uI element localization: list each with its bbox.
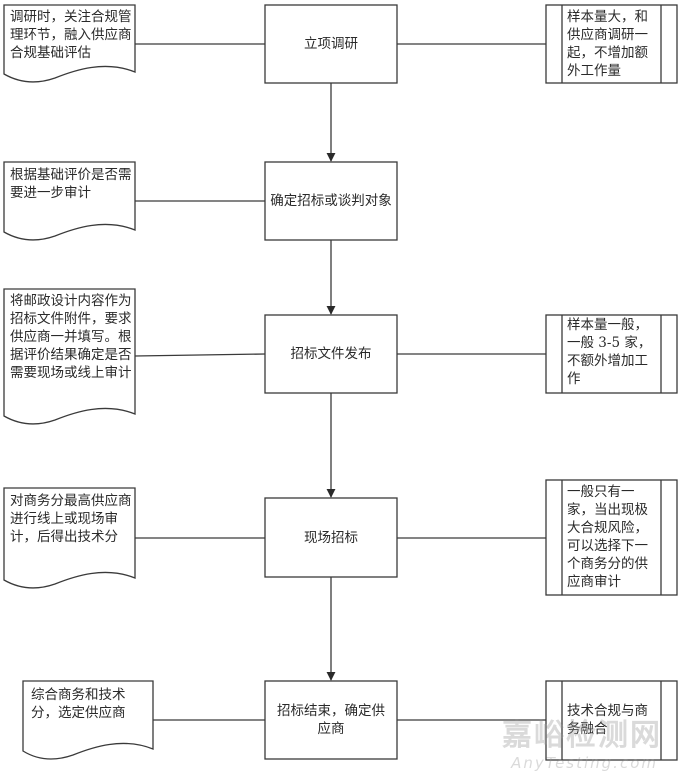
- note-left-2-shape: [3, 161, 136, 241]
- note-left-3-shape: [3, 288, 136, 425]
- note-left-4-text: 对商务分最高供应商进行线上或现场审计，后得出技术分: [10, 493, 132, 545]
- note-right-3-shape: [545, 314, 678, 394]
- process-box-5: [264, 680, 398, 760]
- note-left-4-shape: [3, 487, 136, 589]
- process-box-3: [264, 314, 398, 394]
- note-right-1-text: 样本量大，和供应商调研一起，不增加额外工作量: [567, 9, 648, 79]
- process-box-2: [264, 161, 398, 241]
- watermark-en: AnyTesting.com: [511, 754, 658, 772]
- process-3-label: 招标文件发布: [290, 346, 372, 362]
- note-left-3-text: 将邮政设计内容作为招标文件附件，要求供应商一并填写。根据评价结果确定是否需要现场…: [10, 293, 132, 381]
- process-4-label: 现场招标: [304, 529, 358, 546]
- note-left-5-shape: [22, 680, 154, 760]
- watermark-cn: 嘉峪检测网: [502, 718, 662, 753]
- note-left-1-text: 调研时，关注合规管理环节，融入供应商合规基础评估: [10, 9, 132, 61]
- process-5-label: 招标结束，确定供应商: [277, 703, 385, 737]
- note-right-3-text: 样本量一般，一般 3-5 家，不额外增加工作: [567, 317, 652, 387]
- note-right-1-shape: [545, 4, 678, 84]
- note-left-5-text: 综合商务和技术分，选定供应商: [31, 687, 126, 721]
- note-right-5-text: 技术合规与商务融合: [567, 703, 648, 737]
- note-right-4-text: 一般只有一家，当出现极大合规风险，可以选择下一个商务分的供应商审计: [567, 484, 648, 590]
- connector-left-3: [134, 353, 266, 357]
- process-box-4: [264, 497, 398, 578]
- process-2-label: 确定招标或谈判对象: [270, 193, 392, 209]
- note-right-5-shape: [545, 680, 678, 761]
- process-box-1: [264, 4, 398, 84]
- process-1-label: 立项调研: [304, 36, 358, 52]
- note-left-1-shape: [3, 4, 136, 83]
- note-right-4-shape: [545, 479, 678, 596]
- note-left-2-text: 根据基础评价是否需要进一步审计: [10, 167, 132, 201]
